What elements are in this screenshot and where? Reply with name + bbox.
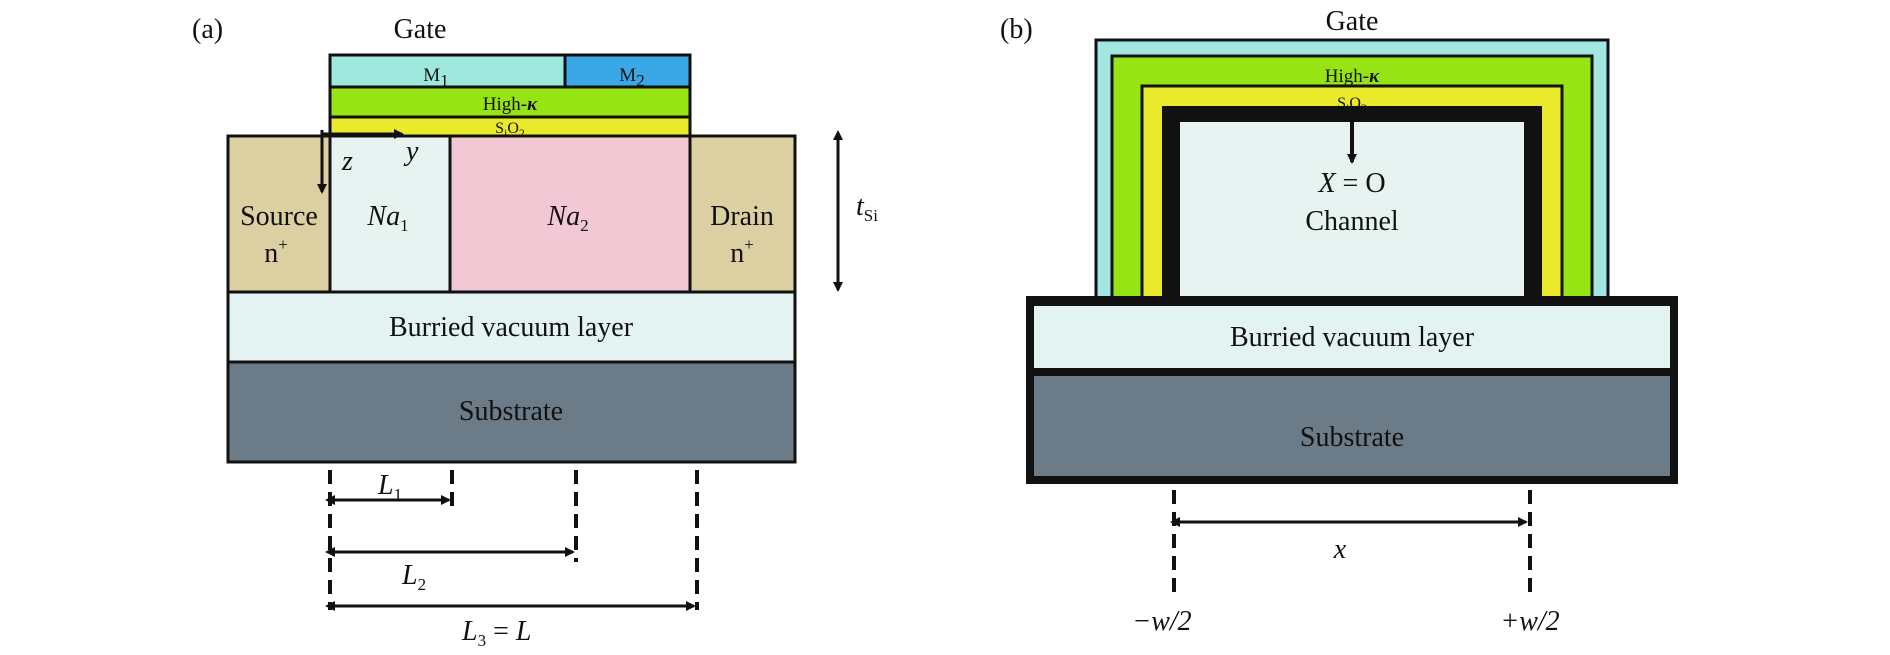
substrate-label-a: Substrate	[459, 396, 563, 427]
panel-a: (a) Gate M1 M2 High-κ SiO2 Source n+ Dra…	[192, 14, 878, 650]
na1-label: Na1	[366, 201, 408, 235]
minus-w-half-label: −w/2	[1132, 606, 1191, 637]
buried-layer-label-b: Burried vacuum layer	[1230, 322, 1475, 353]
y-axis-label: y	[403, 136, 419, 167]
oxide-label: SiO2	[495, 120, 525, 140]
z-axis-label: z	[341, 146, 353, 177]
source-doping-label: n+	[264, 235, 288, 269]
l2-label: L2	[401, 560, 426, 594]
substrate-b	[1034, 376, 1670, 476]
panel-a-label: (a)	[192, 14, 223, 45]
channel-na1	[328, 134, 452, 294]
x-origin-label: X = O	[1317, 168, 1385, 199]
buried-vacuum-layer-b	[1034, 306, 1670, 368]
tsi-label: tSi	[856, 191, 878, 225]
substrate-a	[226, 360, 797, 464]
panel-b: (b) Gate High-κ SiO2 X = O Channel Burri…	[1000, 6, 1678, 637]
l3-label: L3 = L	[461, 616, 531, 650]
l1-label: L1	[377, 470, 402, 504]
substrate-label-b: Substrate	[1300, 422, 1404, 453]
buried-vacuum-layer-a	[226, 290, 797, 364]
x-dimension-label: x	[1333, 534, 1347, 565]
buried-layer-label-a: Burried vacuum layer	[389, 312, 634, 343]
m1-label: M1	[423, 65, 448, 90]
high-k-label: High-κ	[483, 94, 538, 115]
na2-label: Na2	[546, 201, 588, 235]
panel-b-label: (b)	[1000, 14, 1033, 45]
drain-doping-label: n+	[730, 235, 754, 269]
panel-a-gate-label: Gate	[394, 14, 447, 45]
oxide-label-b: SiO2	[1337, 95, 1367, 115]
channel-label: Channel	[1305, 206, 1399, 237]
drain-label: Drain	[710, 201, 774, 232]
source-label: Source	[240, 201, 318, 232]
plus-w-half-label: +w/2	[1500, 606, 1559, 637]
panel-b-gate-label: Gate	[1326, 6, 1379, 37]
m2-label: M2	[619, 65, 644, 90]
drain-region	[688, 134, 797, 294]
high-k-label-b: High-κ	[1325, 66, 1380, 87]
